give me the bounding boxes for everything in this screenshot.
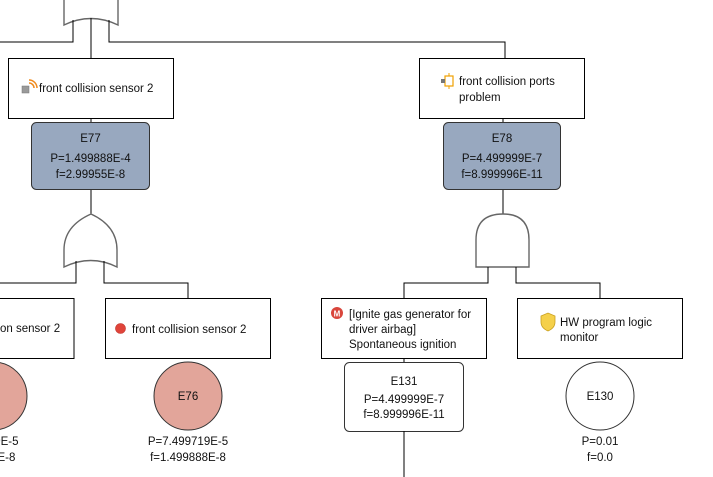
event-left-partial[interactable]: 719E-5 88E-8 bbox=[0, 362, 28, 464]
node-front-collision-ports-problem[interactable]: front collision ports problem bbox=[419, 58, 585, 119]
event-frequency: f=8.999996E-11 bbox=[363, 409, 444, 421]
node-label-line1: front collision ports bbox=[459, 76, 555, 88]
event-e78[interactable]: E78 P=4.499999E-7 f=8.999996E-11 bbox=[443, 122, 561, 190]
svg-text:M: M bbox=[334, 310, 341, 319]
malfunction-m-icon: M bbox=[331, 307, 343, 319]
event-id: E131 bbox=[391, 376, 418, 388]
event-probability: 719E-5 bbox=[0, 436, 19, 448]
event-id: E130 bbox=[587, 391, 614, 403]
event-frequency: f=8.999996E-11 bbox=[461, 169, 542, 181]
event-id: E76 bbox=[178, 391, 198, 403]
node-label: on sensor 2 bbox=[0, 323, 60, 335]
node-label-line2: monitor bbox=[560, 332, 599, 344]
node-ignite-gas-generator[interactable]: M [Ignite gas generator for driver airba… bbox=[321, 298, 487, 359]
event-e77[interactable]: E77 P=1.499888E-4 f=2.99955E-8 bbox=[31, 122, 150, 190]
event-id: E77 bbox=[80, 133, 100, 145]
event-frequency: f=1.499888E-8 bbox=[150, 452, 226, 464]
event-frequency: f=2.99955E-8 bbox=[56, 169, 125, 181]
event-probability: P=0.01 bbox=[582, 436, 619, 448]
event-id: E78 bbox=[492, 133, 512, 145]
node-sensor-left[interactable]: on sensor 2 bbox=[0, 298, 75, 359]
event-e76[interactable]: E76 P=7.499719E-5 f=1.499888E-8 bbox=[148, 361, 228, 464]
wire bbox=[108, 20, 506, 58]
event-probability: P=7.499719E-5 bbox=[148, 436, 228, 448]
node-label-line1: [Ignite gas generator for bbox=[349, 309, 471, 321]
event-probability: P=4.499999E-7 bbox=[462, 153, 542, 165]
node-front-collision-sensor-mid[interactable]: front collision sensor 2 bbox=[105, 298, 271, 359]
wire bbox=[103, 261, 189, 298]
and-gate[interactable] bbox=[475, 213, 530, 268]
sensor-feed-icon bbox=[21, 79, 38, 94]
port-component-icon bbox=[441, 73, 454, 89]
shield-icon bbox=[540, 312, 556, 332]
node-label-line1: HW program logic bbox=[560, 317, 652, 329]
node-hw-program-logic-monitor[interactable]: HW program logic monitor bbox=[517, 298, 683, 359]
wire bbox=[0, 261, 77, 284]
or-gate[interactable] bbox=[63, 213, 118, 269]
node-front-collision-sensor-top[interactable]: front collision sensor 2 bbox=[8, 58, 174, 119]
node-label-line2: problem bbox=[459, 92, 501, 104]
node-label: front collision sensor 2 bbox=[132, 324, 246, 336]
red-circle-icon bbox=[115, 323, 126, 334]
wire bbox=[0, 20, 74, 43]
node-label-line3: Spontaneous ignition bbox=[349, 339, 456, 351]
node-label-line2: driver airbag] bbox=[349, 324, 416, 336]
wire bbox=[515, 267, 601, 298]
event-probability: P=4.499999E-7 bbox=[364, 394, 444, 406]
event-e131[interactable]: E131 P=4.499999E-7 f=8.999996E-11 bbox=[344, 362, 464, 432]
event-probability: P=1.499888E-4 bbox=[50, 153, 131, 165]
wire bbox=[403, 267, 489, 298]
node-label: front collision sensor 2 bbox=[39, 83, 153, 95]
event-frequency: 88E-8 bbox=[0, 452, 15, 464]
event-frequency: f=0.0 bbox=[587, 452, 613, 464]
event-e130[interactable]: E130 P=0.01 f=0.0 bbox=[565, 361, 635, 464]
